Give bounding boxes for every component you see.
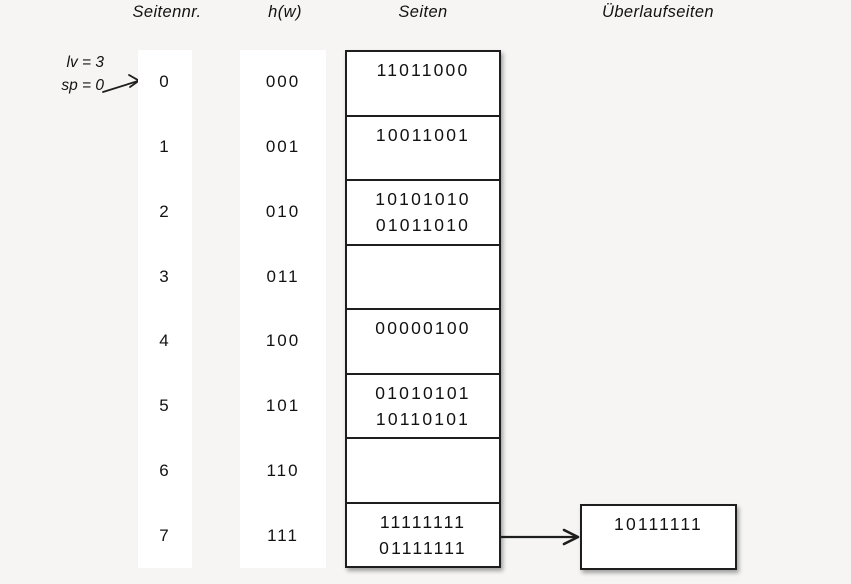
page-cell: 11111111 01111111 bbox=[347, 504, 499, 567]
page-entry: 01010101 bbox=[375, 382, 471, 403]
hash-value: 001 bbox=[265, 137, 301, 157]
level-splitpointer-annotation: lv = 3 sp = 0 bbox=[26, 51, 104, 97]
seiten-pages-box: 11011000 10011001 10101010 01011010 00000100… bbox=[345, 50, 501, 568]
page-number: 0 bbox=[159, 72, 171, 92]
page-cell bbox=[347, 246, 499, 310]
page-entry: 10101010 bbox=[375, 189, 471, 209]
page-number: 6 bbox=[159, 460, 171, 480]
page-entry: 10110101 bbox=[375, 408, 471, 429]
column-header-hw: h(w) bbox=[268, 3, 302, 21]
page-entry: 11111111 bbox=[379, 511, 467, 532]
page-number: 3 bbox=[159, 266, 171, 286]
hash-value: 000 bbox=[265, 72, 301, 92]
page-cell bbox=[347, 439, 499, 504]
page-entry: 01111111 bbox=[379, 537, 467, 558]
hash-value: 110 bbox=[266, 460, 300, 480]
page-number: 5 bbox=[159, 396, 171, 416]
hw-column: 000 001 010 011 100 101 110 111 bbox=[240, 50, 326, 568]
page-cell: 01010101 10110101 bbox=[347, 375, 499, 439]
hash-value: 111 bbox=[267, 525, 299, 545]
hash-value: 100 bbox=[265, 331, 301, 351]
page-number: 4 bbox=[159, 331, 171, 351]
hash-value: 010 bbox=[265, 201, 301, 221]
page-entry: 00000100 bbox=[375, 318, 471, 338]
level-value: lv = 3 bbox=[66, 54, 104, 71]
seitennr-column: 0 1 2 3 4 5 6 7 bbox=[138, 50, 192, 568]
hash-value: 101 bbox=[265, 396, 301, 416]
page-number: 2 bbox=[159, 201, 171, 221]
column-header-ueberlaufseiten: Überlaufseiten bbox=[602, 3, 714, 21]
hash-value: 011 bbox=[266, 266, 300, 286]
page-cell: 10011001 bbox=[347, 117, 499, 181]
page-entry: 01011010 bbox=[375, 215, 471, 235]
column-header-seiten: Seiten bbox=[398, 3, 448, 21]
overflow-page-box: 10111111 bbox=[580, 504, 737, 570]
page-number: 1 bbox=[159, 137, 171, 157]
page-entry: 11011000 bbox=[376, 60, 470, 80]
page-entry: 10011001 bbox=[375, 124, 471, 145]
page-number: 7 bbox=[159, 525, 171, 545]
page-cell: 00000100 bbox=[347, 310, 499, 375]
page-cell: 11011000 bbox=[347, 52, 499, 117]
overflow-entry: 10111111 bbox=[614, 514, 703, 534]
page-cell: 10101010 01011010 bbox=[347, 181, 499, 246]
column-header-seitennr: Seitennr. bbox=[132, 3, 202, 21]
split-pointer-value: sp = 0 bbox=[61, 77, 104, 94]
arrow-right-icon bbox=[501, 528, 580, 546]
